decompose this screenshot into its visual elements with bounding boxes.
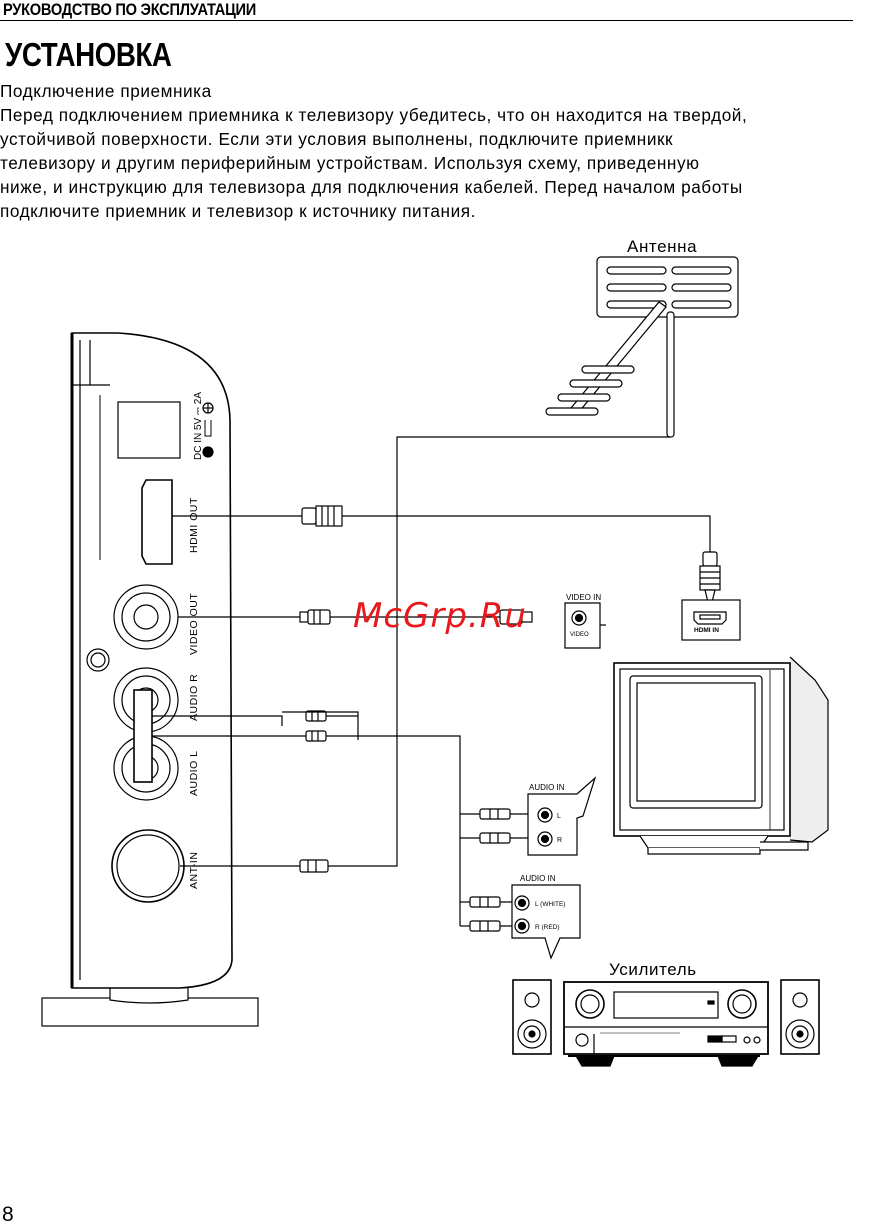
receiver-unit: [41, 332, 259, 1027]
amp-audio-r-label: R (RED): [535, 924, 560, 931]
page-number: 8: [2, 1203, 14, 1226]
intro-line: Перед подключением приемника к телевизор…: [0, 105, 748, 125]
tv-audio-r-label: R: [557, 837, 562, 844]
dc-in-label: DC IN 5V ⎓ 2A: [193, 392, 204, 460]
intro-text: Подключение приемника Перед подключением…: [0, 79, 887, 223]
antenna: [545, 256, 739, 438]
tv-audio-in-label: AUDIO IN: [529, 783, 565, 792]
video-out-label: VIDEO OUT: [188, 593, 200, 655]
watermark: McGrp.Ru: [353, 596, 527, 636]
intro-line: ниже, и инструкцию для телевизора для по…: [0, 177, 743, 197]
header-title: РУКОВОДСТВО ПО ЭКСПЛУАТАЦИИ: [3, 0, 257, 19]
intro-heading: Подключение приемника: [0, 81, 212, 101]
video-in-label: VIDEO IN: [566, 593, 601, 602]
header-rule: [0, 20, 853, 21]
tv-set: [613, 656, 829, 855]
intro-line: подключите приемник и телевизор к источн…: [0, 201, 476, 221]
amp-audio-in-label: AUDIO IN: [520, 874, 556, 883]
hdmi-out-label: HDMI OUT: [188, 497, 200, 553]
tv-audio-l-label: L: [557, 813, 561, 820]
audio-r-label: AUDIO R: [188, 674, 200, 721]
antenna-label: Антенна: [627, 237, 697, 256]
ant-in-label: ANT-IN: [188, 852, 200, 889]
intro-line: устойчивой поверхности. Если эти условия…: [0, 129, 674, 149]
connection-diagram: Антенна Усилитель DC IN 5V ⎓ 2A HDMI OUT…: [41, 237, 829, 1067]
audio-l-label: AUDIO L: [188, 750, 200, 796]
hdmi-in-label: HDMI IN: [694, 627, 719, 634]
amplifier-label: Усилитель: [609, 960, 697, 979]
section-title: УСТАНОВКА: [5, 36, 172, 73]
amplifier: [512, 979, 820, 1067]
video-jack-label: VIDEO: [570, 632, 589, 638]
amp-audio-l-label: L (WHITE): [535, 901, 565, 908]
intro-line: телевизору и другим периферийным устройс…: [0, 153, 700, 173]
